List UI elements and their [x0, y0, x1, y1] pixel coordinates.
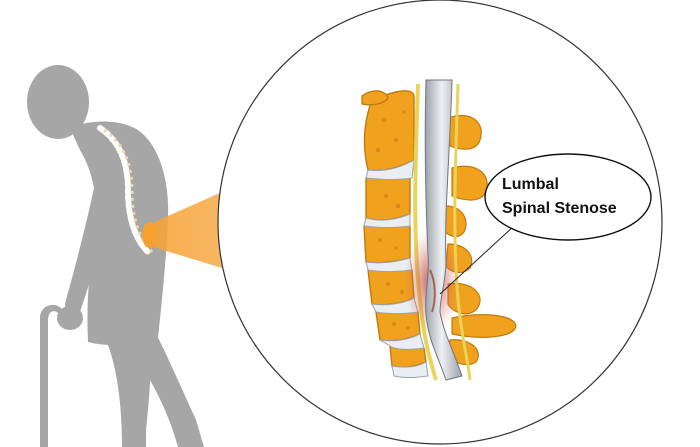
elderly-figure-silhouette	[27, 65, 204, 447]
callout-line-2: Spinal Stenose	[502, 200, 617, 217]
callout-label: Lumbal Spinal Stenose	[502, 173, 642, 221]
bone-texture	[375, 110, 410, 330]
cord-pinch-shadow	[429, 269, 436, 313]
spine-closeup	[361, 79, 517, 381]
highlight-spot	[142, 222, 158, 248]
callout-bubble	[484, 153, 652, 241]
intervertebral-discs	[363, 159, 429, 378]
callout-line-1: Lumbal	[502, 176, 559, 193]
callout-pointer	[439, 225, 515, 295]
highlight-beam	[150, 192, 222, 268]
